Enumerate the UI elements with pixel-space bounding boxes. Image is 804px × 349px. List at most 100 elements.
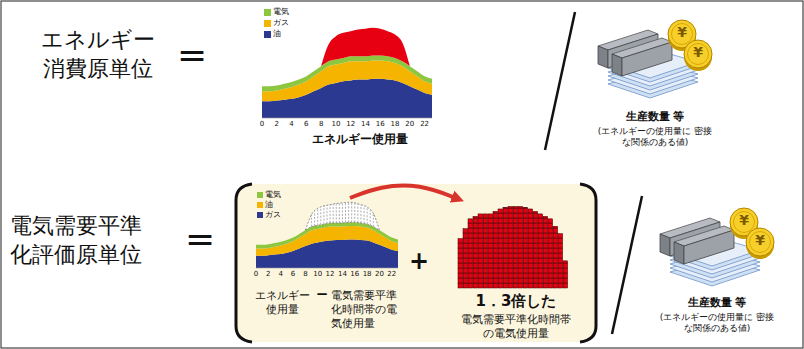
scaled-peak-bars [458, 206, 568, 288]
bar-segment [463, 233, 468, 238]
bar-segment [563, 283, 568, 288]
bar-segment [518, 243, 523, 248]
bar-segment [518, 278, 523, 283]
bar-segment [518, 273, 523, 278]
bar-segment [493, 218, 498, 223]
bar-segment [553, 258, 558, 263]
bar-segment [548, 233, 553, 238]
hatch-stroke [367, 207, 368, 224]
bar-segment [493, 268, 498, 273]
energy-chart [262, 28, 432, 118]
steel-beam [684, 230, 734, 264]
bar-segment [513, 283, 518, 288]
minus-sign: − [313, 285, 331, 304]
bar-segment [533, 258, 538, 263]
legend-swatch [257, 202, 263, 208]
bar-segment [523, 233, 528, 238]
bar-segment [478, 248, 483, 253]
bar-segment [473, 216, 478, 218]
bar-segment [508, 278, 513, 283]
bar-segment [508, 258, 513, 263]
bar-segment [548, 228, 553, 233]
bar-segment [548, 283, 553, 288]
bar-segment [523, 243, 528, 248]
bar-segment [483, 223, 488, 228]
bar-segment [523, 238, 528, 243]
bar-segment [553, 233, 558, 238]
bar-segment [518, 248, 523, 253]
hatch-stroke [357, 204, 358, 223]
bar-segment [483, 238, 488, 243]
axis-tick: 20 [402, 120, 418, 129]
bar-segment [543, 218, 548, 223]
bar-segment [458, 273, 463, 278]
bar-segment [493, 211, 498, 213]
bar-segment [458, 268, 463, 273]
bar-segment [503, 208, 508, 213]
bar-segment [478, 283, 483, 288]
bar-segment [493, 228, 498, 233]
bar-segment [458, 239, 463, 243]
bar-segment [493, 283, 498, 288]
hatch-stroke [333, 204, 334, 223]
bar-segment [553, 268, 558, 273]
hatch-stroke [339, 203, 340, 223]
bar-segment [553, 226, 558, 228]
bar-segment [523, 253, 528, 258]
bar-segment [473, 268, 478, 273]
bar-segment [473, 278, 478, 283]
legend-text: 電気 [265, 191, 281, 199]
legend-item: 電気 [257, 191, 281, 199]
bar-segment [483, 233, 488, 238]
bar-segment [478, 258, 483, 263]
bar-segment [538, 238, 543, 243]
formula-term: 電気需要平準 化評価原単位 [10, 212, 162, 269]
bar-segment [503, 248, 508, 253]
move-arrow [350, 186, 458, 199]
bar-segment [483, 273, 488, 278]
bar-segment [498, 228, 503, 233]
bar-segment [508, 218, 513, 223]
yen-sign: ¥ [751, 232, 769, 250]
bar-segment [473, 223, 478, 228]
bar-segment [478, 278, 483, 283]
bar-segment [548, 223, 553, 228]
bar-segment [503, 218, 508, 223]
bar-segment [473, 258, 478, 263]
icon-caption: 生産数量 等 [594, 110, 716, 124]
bar-segment [528, 223, 533, 228]
bar-segment [508, 223, 513, 228]
bar-segment [483, 258, 488, 263]
bar-segment [523, 268, 528, 273]
bar-segment [473, 273, 478, 278]
bar-segment [533, 228, 538, 233]
axis-tick: 12 [343, 120, 359, 129]
bar-segment [468, 283, 473, 288]
bar-segment [488, 248, 493, 253]
bar-segment [518, 258, 523, 263]
bar-segment [488, 218, 493, 223]
bar-segment [488, 233, 493, 238]
coin-rim [750, 232, 771, 253]
bar-segment [553, 248, 558, 253]
bar-segment [508, 268, 513, 273]
bar-segment [498, 253, 503, 258]
bar-segment [513, 263, 518, 268]
bar-segment [548, 243, 553, 248]
bar-segment [533, 283, 538, 288]
bar-segment [538, 214, 543, 218]
axis-tick: 6 [285, 270, 301, 279]
axis-tick: 4 [273, 270, 289, 279]
legend-item: ガス [257, 211, 281, 219]
bar-segment [508, 263, 513, 268]
bar-segment [523, 223, 528, 228]
bar-segment [503, 273, 508, 278]
bar-segment [543, 243, 548, 248]
bar-segment [553, 228, 558, 233]
bar-segment [543, 273, 548, 278]
bar-segment [458, 248, 463, 253]
bar-segment [478, 253, 483, 258]
bar-segment [498, 238, 503, 243]
bar-segment [478, 243, 483, 248]
